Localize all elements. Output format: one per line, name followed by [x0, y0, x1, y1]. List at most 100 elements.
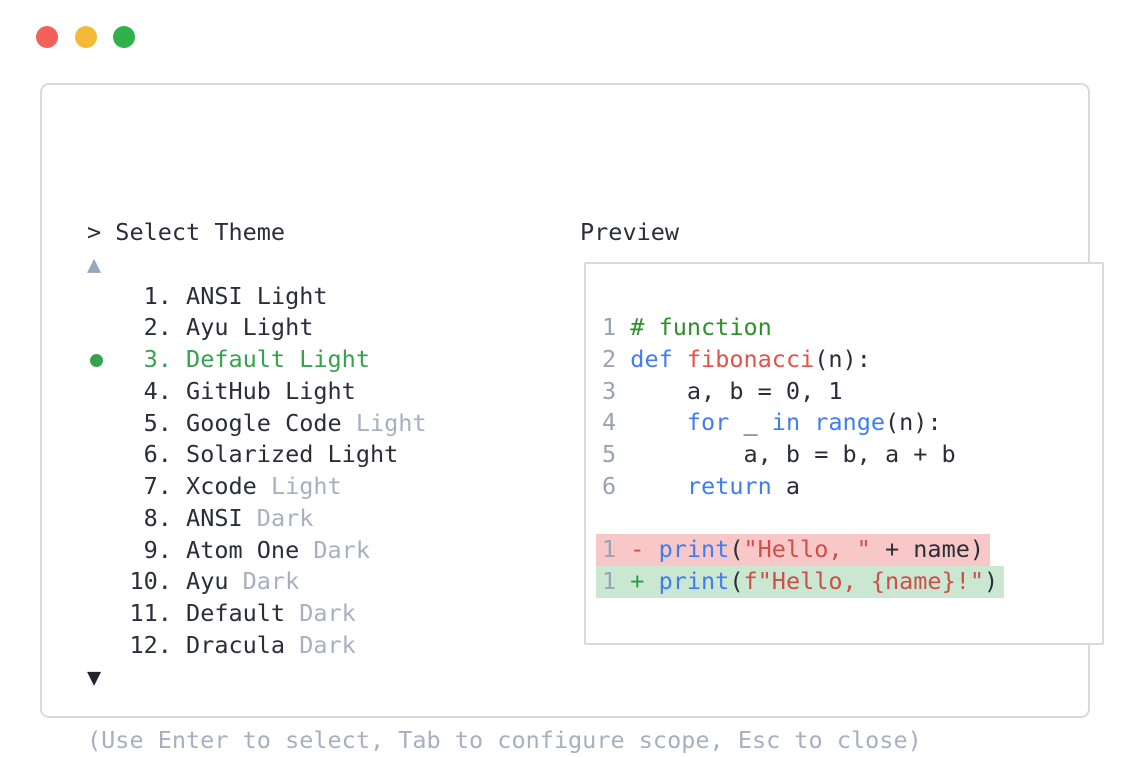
code-line: 5 a, b = b, a + b: [602, 439, 1004, 471]
token-string: f"Hello, {name}!": [743, 567, 985, 596]
code-line-content: 1 + print(f"Hello, {name}!"): [596, 566, 1005, 598]
theme-item-google-code-light[interactable]: 5. Google Code Light: [87, 408, 427, 440]
theme-item-dracula-dark[interactable]: 12. Dracula Dark: [87, 630, 427, 662]
theme-name: Google Code: [186, 408, 356, 437]
minimize-button[interactable]: [74, 26, 97, 48]
theme-name: GitHub: [186, 376, 286, 405]
code-line-diff-added: 1 + print(f"Hello, {name}!"): [596, 566, 1005, 598]
theme-name: Solarized: [186, 440, 328, 469]
scroll-up-icon[interactable]: ▲: [87, 249, 102, 278]
theme-item-default-dark[interactable]: 11. Default Dark: [87, 598, 427, 630]
line-number: 3: [602, 376, 631, 405]
token-plain: a: [771, 471, 801, 500]
token-keyword: return: [686, 471, 772, 500]
theme-variant: Light: [285, 376, 356, 405]
token-plain: [630, 472, 687, 500]
token-plain: [800, 408, 814, 436]
token-keyword: range: [814, 408, 885, 437]
line-number: 6: [602, 471, 631, 500]
theme-number: 9.: [87, 535, 187, 564]
token-plain: a, b = 0, 1: [630, 376, 843, 405]
maximize-button[interactable]: [113, 26, 135, 48]
theme-number: 6.: [87, 440, 187, 469]
diff-removed-sign: -: [630, 535, 659, 564]
theme-variant: Light: [256, 281, 328, 310]
code-line-diff-removed: 1 - print("Hello, " + name): [596, 534, 1004, 567]
code-line-content: 1 # function: [602, 312, 772, 344]
line-number: 4: [602, 408, 631, 437]
keyboard-hint: (Use Enter to select, Tab to configure s…: [87, 726, 922, 754]
code-line-content: 5 a, b = b, a + b: [602, 439, 956, 471]
code-line: 2 def fibonacci(n):: [602, 344, 1004, 376]
theme-number: 5.: [87, 408, 187, 437]
scroll-down-icon[interactable]: ▼: [87, 662, 102, 691]
code-line: [602, 503, 1004, 535]
token-plain: [673, 345, 687, 373]
close-button[interactable]: [36, 26, 58, 48]
token-keyword: for: [686, 408, 730, 437]
code-line: 1 # function: [602, 312, 1004, 344]
token-plain: (: [729, 535, 744, 564]
theme-number: 11.: [87, 599, 187, 628]
diff-added-sign: +: [630, 567, 659, 596]
code-line-content: 4 for _ in range(n):: [602, 407, 942, 439]
theme-item-xcode-light[interactable]: 7. Xcode Light: [87, 471, 427, 503]
line-number: 1: [602, 567, 631, 596]
window-controls: [36, 26, 135, 48]
token-function: fibonacci: [686, 344, 815, 373]
theme-number: 10.: [87, 567, 187, 596]
theme-name: Xcode: [186, 472, 271, 501]
theme-item-atom-one-dark[interactable]: 9. Atom One Dark: [87, 535, 427, 567]
token-keyword: print: [658, 535, 730, 564]
select-theme-title: > Select Theme: [87, 218, 286, 246]
theme-name: Atom One: [186, 535, 314, 564]
theme-rows: 1. ANSI Light 2. Ayu Light 3. Default Li…: [87, 281, 427, 662]
theme-variant: Dark: [299, 630, 356, 659]
theme-variant: Light: [242, 313, 314, 342]
theme-selector-panel: > Select Theme ▲ 1. ANSI Light 2. Ayu Li…: [40, 83, 1104, 754]
theme-item-github-light[interactable]: 4. GitHub Light: [87, 376, 427, 408]
theme-variant: Dark: [256, 503, 314, 532]
theme-variant: Dark: [313, 535, 370, 564]
theme-item-default-light[interactable]: 3. Default Light: [87, 344, 427, 376]
code-line-content: 6 return a: [602, 471, 800, 503]
code-line: 6 return a: [602, 471, 1004, 503]
token-plain: [630, 408, 687, 436]
theme-item-ansi-dark[interactable]: 8. ANSI Dark: [87, 503, 427, 535]
theme-variant: Light: [327, 440, 399, 469]
theme-item-ayu-dark[interactable]: 10. Ayu Dark: [87, 566, 427, 598]
line-number: 1: [602, 535, 631, 564]
theme-variant: Light: [299, 345, 370, 374]
theme-number: 2.: [87, 313, 187, 342]
theme-name: Default: [186, 599, 300, 628]
token-plain: (n):: [885, 408, 942, 437]
token-keyword: in: [771, 408, 801, 437]
theme-name: Ayu: [186, 567, 243, 596]
code-line-content: 1 - print("Hello, " + name): [596, 534, 991, 567]
theme-variant: Light: [270, 472, 342, 501]
preview-title: Preview: [580, 218, 680, 246]
theme-item-ansi-light[interactable]: 1. ANSI Light: [87, 281, 427, 313]
theme-list: > Select Theme ▲ 1. ANSI Light 2. Ayu Li…: [87, 217, 427, 693]
theme-name: ANSI: [186, 281, 257, 310]
token-plain: ): [984, 567, 999, 596]
code-line-content: 2 def fibonacci(n):: [602, 344, 871, 376]
theme-item-ayu-light[interactable]: 2. Ayu Light: [87, 312, 427, 344]
token-keyword: print: [658, 567, 730, 596]
theme-item-solarized-light[interactable]: 6. Solarized Light: [87, 439, 427, 471]
theme-number: 8.: [87, 503, 187, 532]
theme-variant: Dark: [242, 567, 300, 596]
theme-number: 12.: [87, 630, 187, 659]
token-comment: # function: [630, 313, 772, 341]
theme-number: 1.: [87, 281, 187, 310]
theme-variant: Light: [355, 408, 427, 437]
token-plain: a, b = b, a + b: [630, 440, 956, 469]
token-plain: (: [729, 567, 744, 596]
theme-variant: Dark: [299, 599, 356, 628]
token-plain: _: [729, 408, 772, 437]
token-plain: + name): [870, 535, 985, 564]
line-number: 2: [602, 344, 631, 373]
theme-name: Ayu: [186, 313, 243, 342]
